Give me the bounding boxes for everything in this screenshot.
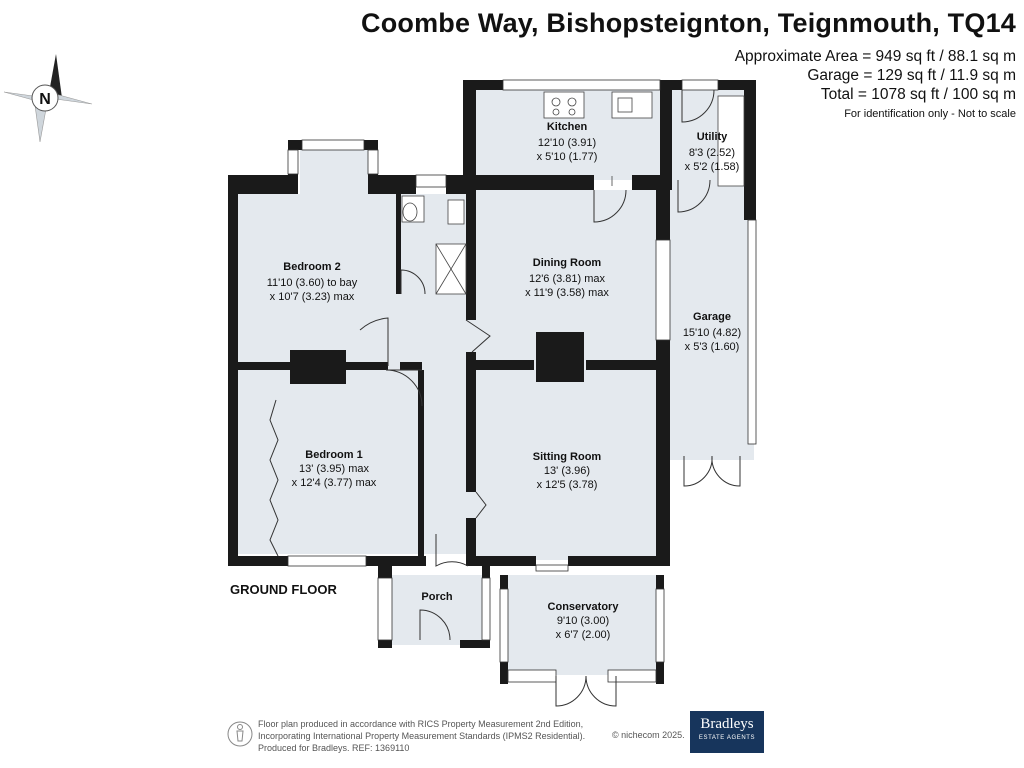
- room-conservatory: Conservatory 9'10 (3.00) x 6'7 (2.00): [548, 601, 620, 641]
- scale-note: For identification only - Not to scale: [844, 108, 1016, 120]
- svg-text:13' (3.95) max: 13' (3.95) max: [299, 463, 369, 475]
- floor-label: GROUND FLOOR: [230, 582, 337, 597]
- compass-icon: N: [3, 54, 93, 143]
- svg-text:12'6 (3.81) max: 12'6 (3.81) max: [529, 273, 606, 285]
- room-kitchen: Kitchen 12'10 (3.91) x 5'10 (1.77): [537, 121, 598, 163]
- svg-text:Utility: Utility: [697, 131, 728, 143]
- svg-text:x 11'9 (3.58) max: x 11'9 (3.58) max: [525, 287, 609, 299]
- footer-line-2: Incorporating International Property Mea…: [258, 731, 586, 741]
- room-utility: Utility 8'3 (2.52) x 5'2 (1.58): [685, 131, 740, 173]
- svg-text:Garage: Garage: [693, 311, 731, 323]
- rics-figure-icon: [227, 721, 253, 747]
- svg-text:Sitting Room: Sitting Room: [533, 451, 602, 463]
- svg-text:x 5'2 (1.58): x 5'2 (1.58): [685, 161, 740, 173]
- svg-text:x 5'10 (1.77): x 5'10 (1.77): [537, 151, 598, 163]
- footer-notes: Floor plan produced in accordance with R…: [258, 718, 585, 754]
- svg-text:x 12'4 (3.77) max: x 12'4 (3.77) max: [292, 477, 377, 489]
- svg-text:x 5'3 (1.60): x 5'3 (1.60): [685, 341, 740, 353]
- footer-line-1: Floor plan produced in accordance with R…: [258, 719, 584, 729]
- svg-text:9'10 (3.00): 9'10 (3.00): [557, 615, 609, 627]
- footer-line-3: Produced for Bradleys. REF: 1369110: [258, 743, 410, 753]
- svg-text:Conservatory: Conservatory: [548, 601, 620, 613]
- svg-text:Kitchen: Kitchen: [547, 121, 588, 133]
- svg-text:15'10 (4.82): 15'10 (4.82): [683, 327, 741, 339]
- svg-text:11'10 (3.60) to bay: 11'10 (3.60) to bay: [267, 277, 358, 289]
- svg-text:Porch: Porch: [421, 591, 452, 603]
- room-sitting-room: Sitting Room 13' (3.96) x 12'5 (3.78): [533, 451, 602, 491]
- room-garage: Garage 15'10 (4.82) x 5'3 (1.60): [683, 311, 741, 353]
- brand-subtitle: ESTATE AGENTS: [698, 735, 756, 741]
- fixtures: [401, 91, 745, 295]
- svg-text:Bedroom 1: Bedroom 1: [305, 449, 362, 461]
- svg-text:Dining Room: Dining Room: [533, 257, 602, 269]
- svg-text:12'10 (3.91): 12'10 (3.91): [538, 137, 596, 149]
- svg-text:Bedroom 2: Bedroom 2: [283, 261, 340, 273]
- svg-text:13' (3.96): 13' (3.96): [544, 465, 590, 477]
- svg-text:x 6'7 (2.00): x 6'7 (2.00): [556, 629, 611, 641]
- svg-text:x 12'5 (3.78): x 12'5 (3.78): [537, 479, 598, 491]
- windows: [287, 79, 757, 683]
- brand-logo: Bradleys ESTATE AGENTS: [690, 711, 764, 753]
- property-title: Coombe Way, Bishopsteignton, Teignmouth,…: [361, 8, 1016, 38]
- room-porch: Porch: [421, 591, 452, 603]
- room-bedroom-2: Bedroom 2 11'10 (3.60) to bay x 10'7 (3.…: [267, 261, 358, 303]
- compass-letter: N: [39, 91, 51, 108]
- room-dining-room: Dining Room 12'6 (3.81) max x 11'9 (3.58…: [525, 257, 609, 299]
- room-bedroom-1: Bedroom 1 13' (3.95) max x 12'4 (3.77) m…: [292, 449, 377, 489]
- svg-text:8'3 (2.52): 8'3 (2.52): [689, 147, 735, 159]
- svg-text:x 10'7 (3.23) max: x 10'7 (3.23) max: [270, 291, 355, 303]
- walls: [228, 80, 756, 684]
- garage-area: Garage = 129 sq ft / 11.9 sq m: [807, 67, 1016, 84]
- total-area: Total = 1078 sq ft / 100 sq m: [820, 86, 1016, 103]
- copyright: © nichecom 2025.: [612, 730, 685, 740]
- approx-area: Approximate Area = 949 sq ft / 88.1 sq m: [734, 48, 1016, 65]
- brand-name: Bradleys: [700, 716, 754, 732]
- doors: [269, 89, 741, 707]
